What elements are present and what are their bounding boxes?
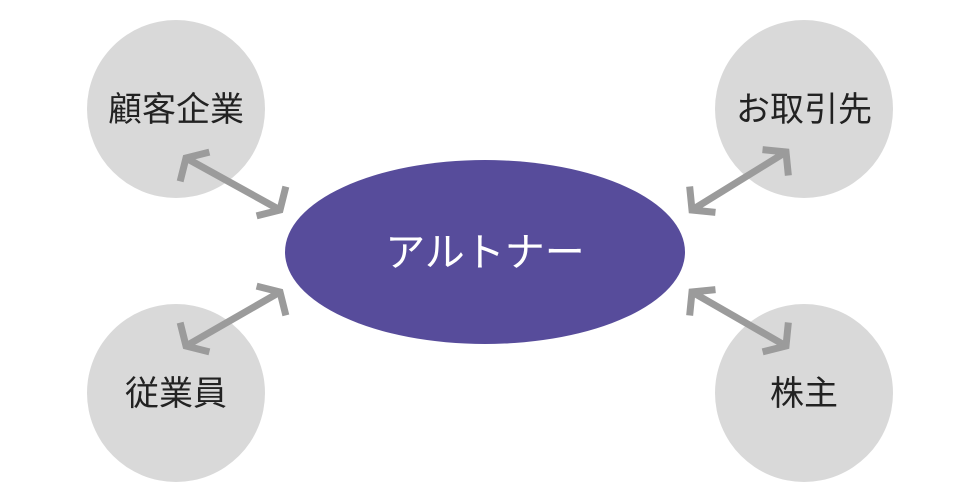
arrowhead-top-left-outer — [176, 148, 211, 183]
arrowhead-bottom-right-inner — [686, 286, 716, 316]
node-bottom-right: 株主 — [715, 304, 893, 482]
arrowhead-top-right-outer — [762, 146, 792, 176]
arrowhead-bottom-left-outer — [176, 321, 211, 356]
node-bottom-left-label: 従業員 — [125, 374, 227, 414]
arrow-bottom-right — [690, 288, 788, 350]
center-node: アルトナー — [285, 160, 685, 344]
node-top-right-label: お取引先 — [736, 90, 872, 130]
center-label: アルトナー — [385, 230, 585, 276]
node-top-left: 顧客企業 — [87, 20, 265, 198]
node-top-left-circle — [87, 20, 265, 198]
arrow-top-left — [184, 154, 282, 214]
node-bottom-right-label: 株主 — [770, 374, 838, 414]
node-top-right: お取引先 — [715, 20, 893, 198]
center-ellipse — [285, 160, 685, 344]
node-bottom-left: 従業員 — [87, 304, 265, 482]
arrow-top-right — [690, 149, 788, 213]
arrowhead-top-left-inner — [255, 185, 290, 220]
node-top-right-circle — [715, 20, 893, 198]
node-bottom-left-circle — [87, 304, 265, 482]
arrow-bottom-left — [184, 288, 282, 350]
arrowhead-bottom-left-inner — [255, 282, 290, 317]
node-bottom-right-circle — [715, 304, 893, 482]
arrowhead-bottom-right-outer — [761, 322, 792, 356]
arrowhead-top-right-inner — [686, 186, 716, 216]
node-top-left-label: 顧客企業 — [108, 90, 244, 130]
